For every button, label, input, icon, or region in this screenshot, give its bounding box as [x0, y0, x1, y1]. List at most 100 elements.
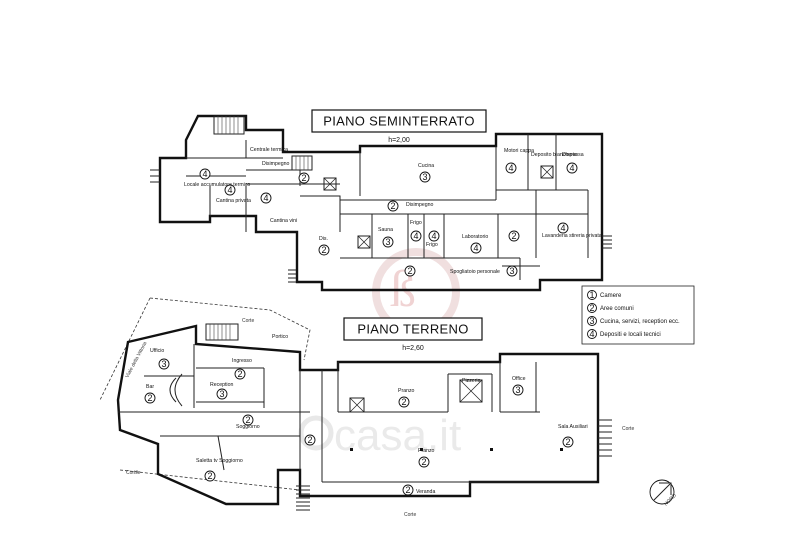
svg-text:4: 4 [413, 231, 418, 241]
svg-text:4: 4 [508, 163, 513, 173]
basement-stair-top [213, 115, 245, 135]
room-label-lavanderia: Lavanderia stireria privata [542, 233, 602, 239]
ground-title-box: PIANO TERRENO h=2,60 [343, 317, 483, 352]
outside-label-corte-top: Corte [242, 318, 254, 324]
basement-outer-wall [158, 114, 604, 292]
room-label-disimpegno-2: Disimpegno [406, 202, 434, 208]
ground-stair-bottom [296, 485, 310, 511]
svg-text:3: 3 [515, 385, 520, 395]
basement-title-box: PIANO SEMINTERRATO h=2,00 [311, 109, 487, 144]
room-label-locale-accumulatore: Locale accumulatore termico [184, 182, 250, 188]
svg-text:2: 2 [565, 437, 570, 447]
svg-text:Depositi e locali tecnici: Depositi e locali tecnici [600, 332, 661, 338]
svg-text:2: 2 [401, 397, 406, 407]
legend-item-1: 1 Camere [587, 290, 622, 300]
svg-text:4: 4 [431, 231, 436, 241]
ground-title: PIANO TERRENO [357, 322, 468, 337]
room-label-saletta-tv: Saletta tv Soggiorno [196, 458, 243, 464]
room-label-frigo-1: Frigo [410, 220, 422, 226]
basement-category-markers: 2 4 4 4 2 3 2 4 4 3 4 4 4 4 3 2 2 [199, 162, 578, 277]
room-label-sala-ausiliari: Sala Ausiliari [558, 424, 588, 430]
room-label-motori-cappa: Motori cappa [504, 148, 534, 154]
room-label-cantina-vini: Cantina vini [270, 218, 297, 224]
svg-text:2: 2 [390, 201, 395, 211]
room-label-bar: Bar [146, 384, 154, 390]
basement-hatched-shafts [323, 165, 554, 249]
ground-interior-walls [118, 344, 596, 483]
room-label-pizzeria: Pizzeria [462, 378, 481, 384]
marker-reception: 3 [216, 388, 228, 400]
svg-text:3: 3 [219, 389, 224, 399]
svg-text:2: 2 [407, 266, 412, 276]
marker-sauna: 3 [382, 236, 394, 248]
legend: 1 Camere 2 Aree comuni 3 Cucina, servizi… [581, 285, 695, 345]
svg-text:4: 4 [560, 223, 565, 233]
basement-plan: Centrale termica Disimpegno Locale accum… [150, 109, 612, 292]
marker-cantina-vini: 4 [260, 192, 272, 204]
marker-motori-cappa: 4 [505, 162, 517, 174]
marker-ufficio: 3 [158, 358, 170, 370]
marker-corridor-east: 2 [508, 230, 520, 242]
room-label-dis: Dis. [319, 236, 328, 242]
svg-text:3: 3 [589, 316, 594, 326]
svg-text:Cucina, servizi, reception ecc: Cucina, servizi, reception ecc. [600, 319, 680, 325]
legend-item-3: 3 Cucina, servizi, reception ecc. [587, 316, 680, 326]
legend-item-2: 2 Aree comuni [587, 303, 634, 313]
marker-frigo-2: 4 [428, 230, 440, 242]
marker-veranda: 2 [402, 484, 414, 496]
marker-dispensa: 4 [566, 162, 578, 174]
marker-dis: 2 [318, 244, 330, 256]
marker-cantina-privata: 4 [224, 184, 236, 196]
svg-text:Camere: Camere [600, 293, 622, 299]
marker-pranzo-2: 2 [418, 456, 430, 468]
ground-stair-top [205, 323, 239, 341]
svg-text:2: 2 [589, 303, 594, 313]
basement-height: h=2,00 [388, 137, 410, 144]
svg-text:2: 2 [245, 415, 250, 425]
marker-spogliatoio: 3 [506, 265, 518, 277]
svg-text:2: 2 [301, 173, 306, 183]
marker-lavanderia: 4 [557, 222, 569, 234]
basement-title: PIANO SEMINTERRATO [323, 114, 475, 129]
legend-item-4: 4 Depositi e locali tecnici [587, 329, 661, 339]
svg-text:2: 2 [237, 369, 242, 379]
ground-pillars [350, 448, 563, 451]
svg-text:1: 1 [589, 290, 594, 300]
room-label-soggiorno: Soggiorno [236, 424, 260, 430]
ground-stair-right [598, 419, 612, 457]
svg-text:2: 2 [307, 435, 312, 445]
room-label-pranzo-1: Pranzo [398, 388, 415, 394]
svg-text:2: 2 [511, 231, 516, 241]
marker-frigo-1: 4 [410, 230, 422, 242]
basement-interior-walls [186, 134, 589, 280]
compass-arrow-icon [653, 482, 672, 501]
room-label-reception: Reception [210, 382, 233, 388]
marker-corridor: 2 [404, 265, 416, 277]
north-compass: NORD [649, 479, 678, 507]
marker-bar: 2 [144, 392, 156, 404]
room-label-portico: Portico [272, 334, 288, 340]
svg-text:4: 4 [263, 193, 268, 203]
basement-stair-inner [291, 155, 313, 171]
svg-text:4: 4 [227, 185, 232, 195]
marker-corridor-ground: 2 [304, 434, 316, 446]
legend-box [581, 285, 695, 345]
marker-soggiorno: 2 [242, 414, 254, 426]
svg-text:3: 3 [385, 237, 390, 247]
room-label-disimpegno-1: Disimpegno [262, 161, 290, 167]
marker-saletta-tv: 2 [204, 470, 216, 482]
ground-hatched-blocks [349, 379, 483, 413]
svg-text:2: 2 [321, 245, 326, 255]
marker-laboratorio: 4 [470, 242, 482, 254]
room-label-sauna: Sauna [378, 227, 393, 233]
svg-text:Aree comuni: Aree comuni [600, 306, 634, 312]
basement-exterior-steps [150, 169, 612, 283]
marker-sala-ausiliari: 2 [562, 436, 574, 448]
marker-office: 3 [512, 384, 524, 396]
outside-label-corte-right: Corte [622, 426, 634, 432]
room-label-spogliatoio: Spogliatoio personale [450, 269, 500, 275]
outside-label-cortile: Cortile [126, 470, 141, 476]
ground-height: h=2,60 [402, 345, 424, 352]
room-label-office: Office [512, 376, 526, 382]
